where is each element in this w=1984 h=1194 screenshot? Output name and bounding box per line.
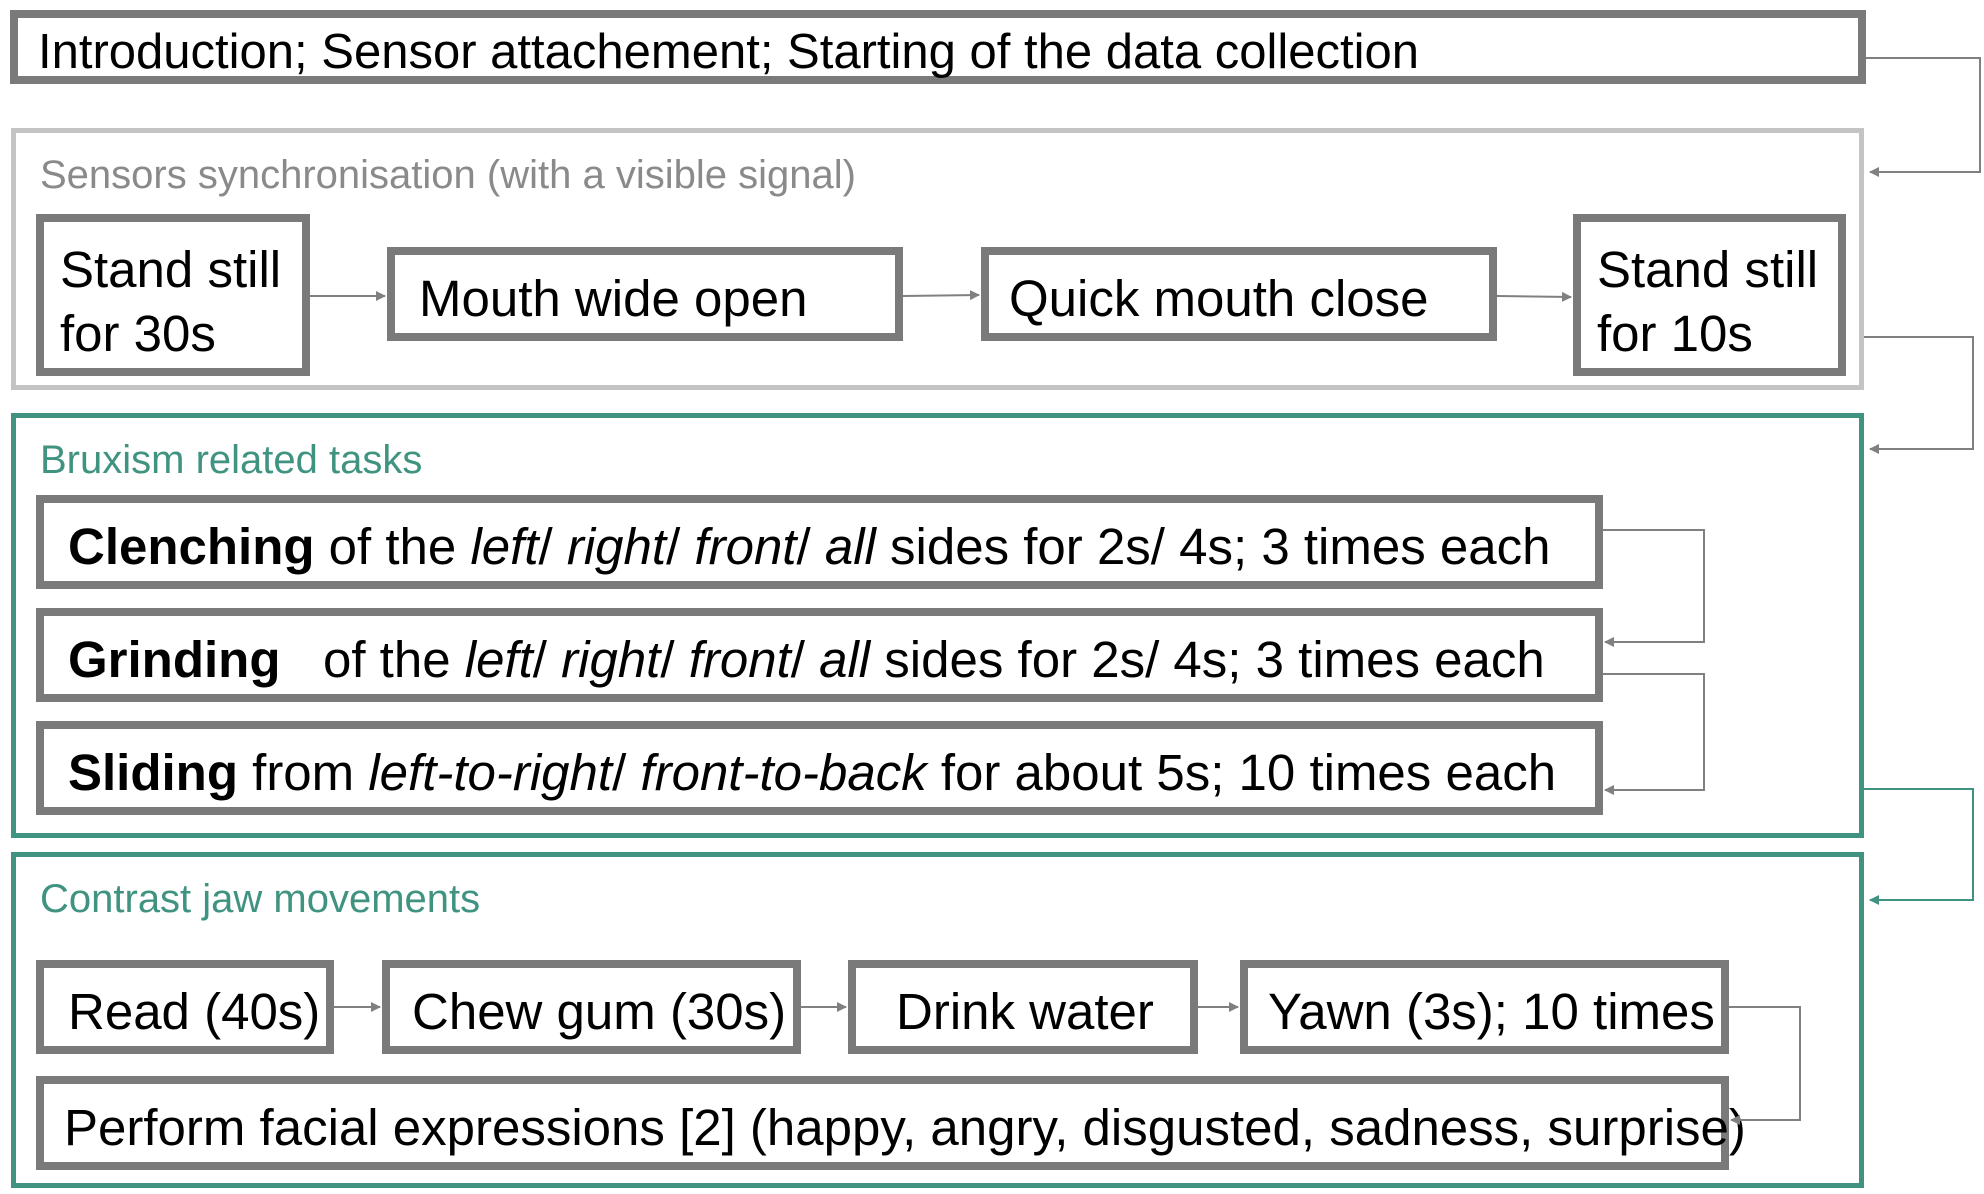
sliding-post: for about 5s; 10 times each <box>926 744 1557 801</box>
sync-step-mouth-close: Quick mouth close <box>981 247 1497 341</box>
sync-step-stand-30s-label: Stand still for 30s <box>60 238 281 366</box>
clenching-bold: Clenching <box>68 518 315 575</box>
contrast-title: Contrast jaw movements <box>40 877 481 921</box>
clenching-pre: of the <box>314 518 471 575</box>
grinding-task: Grinding of the left/ right/ front/ all … <box>36 608 1603 702</box>
clenching-side-front: front <box>694 518 797 575</box>
step-facial-expressions: Perform facial expressions [2] (happy, a… <box>36 1076 1746 1170</box>
sync-step-mouth-open-label: Mouth wide open <box>419 270 808 327</box>
arrow-sync-to-bruxism <box>1864 336 1974 454</box>
grinding-sep-1: / <box>532 631 562 688</box>
clenching-sep-2: / <box>666 518 695 575</box>
sliding-bold: Sliding <box>68 744 238 801</box>
step-facial-expressions-label: Perform facial expressions [2] (happy, a… <box>64 1099 1746 1156</box>
clenching-side-right: right <box>566 518 667 575</box>
sliding-task-text: Sliding from left-to-right/ front-to-bac… <box>68 747 1556 798</box>
clenching-side-all: all <box>824 518 876 575</box>
sync-title: Sensors synchronisation (with a visible … <box>40 153 856 197</box>
intro-text: Introduction; Sensor attachement; Starti… <box>38 25 1419 79</box>
step-yawn-label: Yawn (3s); 10 times <box>1268 983 1715 1040</box>
sync-section: Sensors synchronisation (with a visible … <box>11 128 1864 390</box>
grinding-task-text: Grinding of the left/ right/ front/ all … <box>68 634 1545 685</box>
grinding-side-front: front <box>688 631 791 688</box>
grinding-post: sides for 2s/ 4s; 3 times each <box>870 631 1545 688</box>
sliding-task: Sliding from left-to-right/ front-to-bac… <box>36 721 1603 815</box>
step-drink-water-label: Drink water <box>896 983 1154 1040</box>
step-read-label: Read (40s) <box>68 983 321 1040</box>
sync-step-stand-10s: Stand still for 10s <box>1573 214 1846 376</box>
grinding-side-all: all <box>819 631 871 688</box>
grinding-side-left: left <box>464 631 533 688</box>
sync-step-stand-10s-label: Stand still for 10s <box>1597 238 1818 366</box>
grinding-sep-3: / <box>790 631 820 688</box>
sliding-dir-front-back: front-to-back <box>640 744 927 801</box>
step-drink-water: Drink water <box>848 960 1198 1054</box>
intro-box: Introduction; Sensor attachement; Starti… <box>10 10 1866 84</box>
sliding-sep: / <box>612 744 641 801</box>
sync-step-stand-10s-line1: Stand still <box>1597 241 1819 298</box>
sliding-dir-left-right: left-to-right <box>368 744 613 801</box>
clenching-task-text: Clenching of the left/ right/ front/ all… <box>68 521 1551 572</box>
step-chew-gum-label: Chew gum (30s) <box>412 983 787 1040</box>
step-chew-gum: Chew gum (30s) <box>382 960 801 1054</box>
sync-step-mouth-open: Mouth wide open <box>387 247 903 341</box>
grinding-pre: of the <box>280 631 465 688</box>
step-read: Read (40s) <box>36 960 334 1054</box>
grinding-sep-2: / <box>660 631 689 688</box>
clenching-task: Clenching of the left/ right/ front/ all… <box>36 495 1603 589</box>
step-yawn: Yawn (3s); 10 times <box>1240 960 1729 1054</box>
sync-step-mouth-close-label: Quick mouth close <box>1009 270 1429 327</box>
grinding-side-right: right <box>561 631 661 688</box>
clenching-sep-1: / <box>538 518 567 575</box>
sync-step-stand-30s-line2: for 30s <box>60 305 216 362</box>
sync-step-stand-10s-line2: for 10s <box>1597 305 1753 362</box>
clenching-side-left: left <box>470 518 539 575</box>
bruxism-title: Bruxism related tasks <box>40 438 423 482</box>
sync-step-stand-30s-line1: Stand still <box>60 241 282 298</box>
clenching-post: sides for 2s/ 4s; 3 times each <box>875 518 1551 575</box>
arrow-bruxism-to-contrast <box>1864 788 1974 905</box>
sync-step-stand-30s: Stand still for 30s <box>36 214 310 376</box>
clenching-sep-3: / <box>796 518 825 575</box>
arrow-intro-to-sync <box>1866 57 1981 177</box>
sliding-pre: from <box>237 744 369 801</box>
grinding-bold: Grinding <box>68 631 281 688</box>
